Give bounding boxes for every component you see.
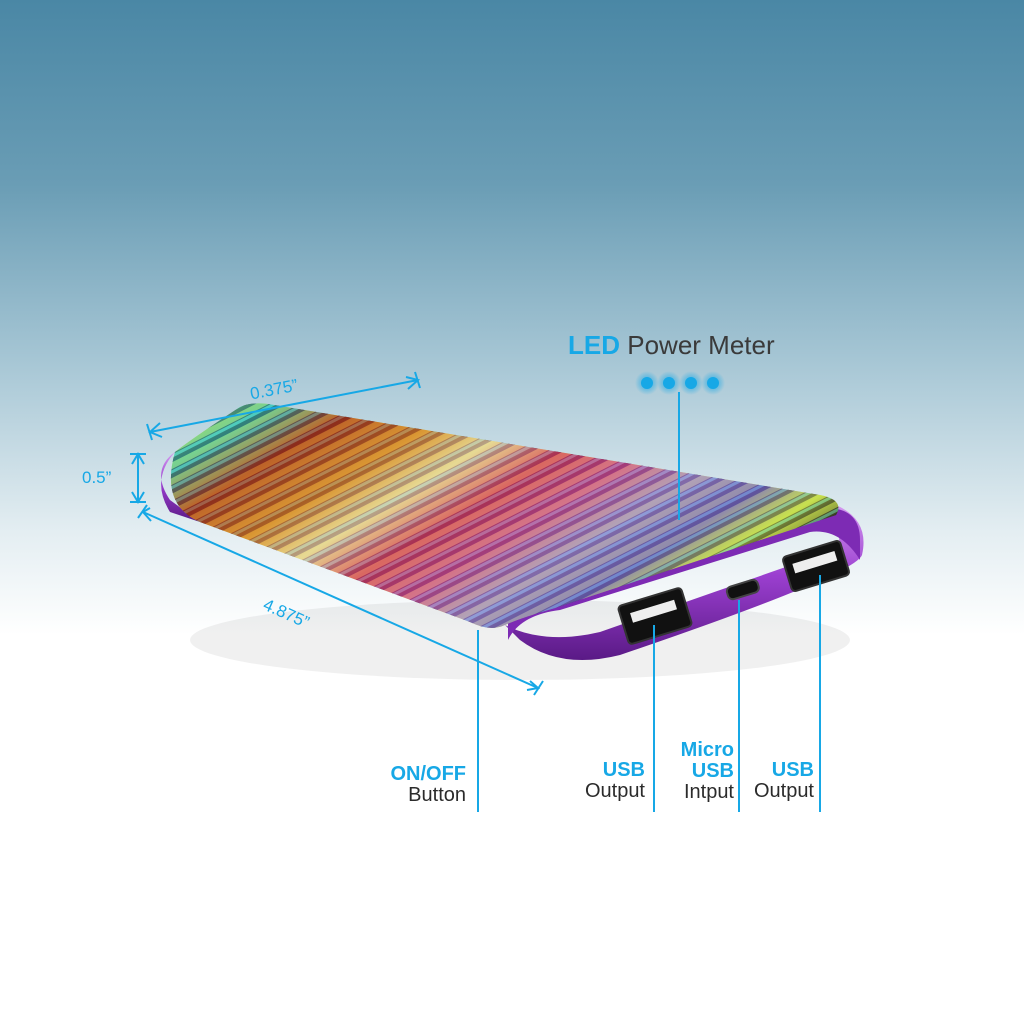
led-dot — [685, 377, 697, 389]
led-dot — [663, 377, 675, 389]
width-dimension-line — [149, 379, 419, 433]
led-dot — [707, 377, 719, 389]
usb-port-right-tongue — [792, 550, 838, 574]
height-arrow-bottom — [131, 491, 145, 504]
callout-text: Intput — [683, 781, 734, 803]
callout-text: Button — [408, 784, 466, 806]
led-title-text: Power Meter — [627, 330, 775, 360]
usb-output-left-callout: USB Output — [525, 760, 645, 802]
usb-output-right-callout: USB Output — [694, 760, 814, 802]
width-arrow-right — [405, 376, 421, 390]
micro-usb-port — [725, 578, 760, 601]
length-dimension-line — [142, 511, 539, 689]
callout-text: Output — [753, 780, 814, 802]
callout-highlight: USB — [602, 759, 645, 781]
width-arrow-left — [148, 422, 163, 438]
micro-usb-input-callout: Micro USB Intput — [664, 740, 734, 803]
led-highlight: LED — [568, 330, 620, 360]
callout-highlight: Micro USB — [680, 739, 734, 782]
onoff-callout: ON/OFF Button — [326, 764, 466, 806]
front-face — [506, 508, 860, 640]
callout-highlight: ON/OFF — [390, 763, 466, 785]
left-end-cap — [161, 452, 200, 522]
length-arrow-start — [141, 507, 152, 522]
led-dot — [641, 377, 653, 389]
height-arrow-top — [131, 452, 145, 465]
usb-port-left-tongue — [630, 599, 677, 623]
height-dimension-label: 0.5” — [82, 468, 112, 487]
callout-text: Output — [584, 780, 645, 802]
callout-highlight: USB — [771, 759, 814, 781]
top-surface-color-bands — [170, 403, 839, 628]
led-dots — [635, 371, 725, 395]
length-arrow-end — [526, 680, 541, 691]
led-power-meter-title: LED Power Meter — [568, 330, 775, 361]
